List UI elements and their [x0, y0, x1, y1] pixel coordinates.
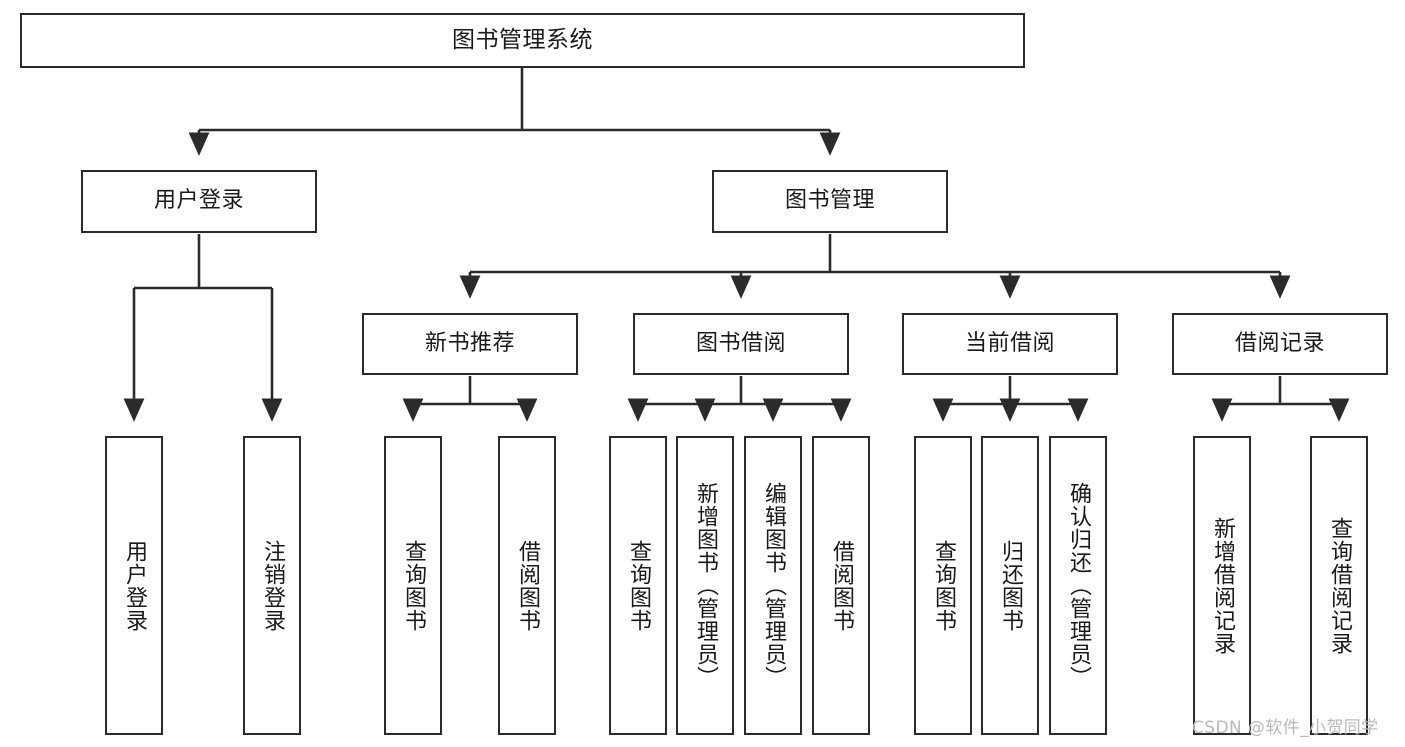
node-label: 借阅图书 — [515, 539, 540, 632]
node-label: 借阅图书 — [829, 539, 854, 632]
node-label: 归还图书 — [998, 539, 1023, 632]
node-label: 用户登录 — [153, 188, 244, 214]
leaf-new-book-borrow[interactable]: 借阅图书 — [498, 436, 556, 735]
leaf-borrow-record-add[interactable]: 新增借阅记录 — [1193, 436, 1251, 735]
node-label: 注销登录 — [260, 539, 285, 632]
leaf-current-borrow-confirm-admin[interactable]: 确认归还（管理员） — [1049, 436, 1107, 735]
leaf-current-borrow-return[interactable]: 归还图书 — [981, 436, 1039, 735]
node-book-borrow[interactable]: 图书借阅 — [633, 313, 849, 375]
node-label: 用户登录 — [122, 539, 147, 632]
node-user-login[interactable]: 用户登录 — [81, 170, 317, 233]
leaf-borrow-record-query[interactable]: 查询借阅记录 — [1310, 436, 1368, 735]
leaf-user-login-login[interactable]: 用户登录 — [105, 436, 163, 735]
node-label: 新书推荐 — [424, 330, 515, 356]
node-label: 查询图书 — [931, 539, 956, 632]
node-label: 确认归还（管理员） — [1066, 482, 1091, 689]
leaf-book-borrow-borrow[interactable]: 借阅图书 — [812, 436, 870, 735]
node-label: 图书管理系统 — [452, 26, 593, 53]
leaf-current-borrow-query[interactable]: 查询图书 — [914, 436, 972, 735]
node-root-book-management-system[interactable]: 图书管理系统 — [20, 13, 1025, 68]
node-label: 新增图书（管理员） — [693, 482, 718, 689]
leaf-user-login-logout[interactable]: 注销登录 — [243, 436, 301, 735]
leaf-new-book-query[interactable]: 查询图书 — [384, 436, 442, 735]
node-label: 当前借阅 — [964, 330, 1055, 356]
node-label: 借阅记录 — [1234, 330, 1325, 356]
node-current-borrow[interactable]: 当前借阅 — [902, 313, 1118, 375]
node-label: 图书借阅 — [695, 330, 786, 356]
csdn-watermark: CSDN @软件_小贺同学 — [1192, 718, 1379, 738]
leaf-book-borrow-add-admin[interactable]: 新增图书（管理员） — [676, 436, 734, 735]
leaf-book-borrow-edit-admin[interactable]: 编辑图书（管理员） — [744, 436, 802, 735]
node-label: 查询借阅记录 — [1327, 516, 1352, 655]
node-label: 新增借阅记录 — [1210, 516, 1235, 655]
node-borrow-record[interactable]: 借阅记录 — [1172, 313, 1388, 375]
node-label: 查询图书 — [626, 539, 651, 632]
node-new-book-recommend[interactable]: 新书推荐 — [362, 313, 578, 375]
leaf-book-borrow-query[interactable]: 查询图书 — [609, 436, 667, 735]
node-label: 编辑图书（管理员） — [761, 482, 786, 689]
node-label: 查询图书 — [401, 539, 426, 632]
node-label: 图书管理 — [784, 188, 875, 214]
node-book-management[interactable]: 图书管理 — [712, 170, 948, 233]
